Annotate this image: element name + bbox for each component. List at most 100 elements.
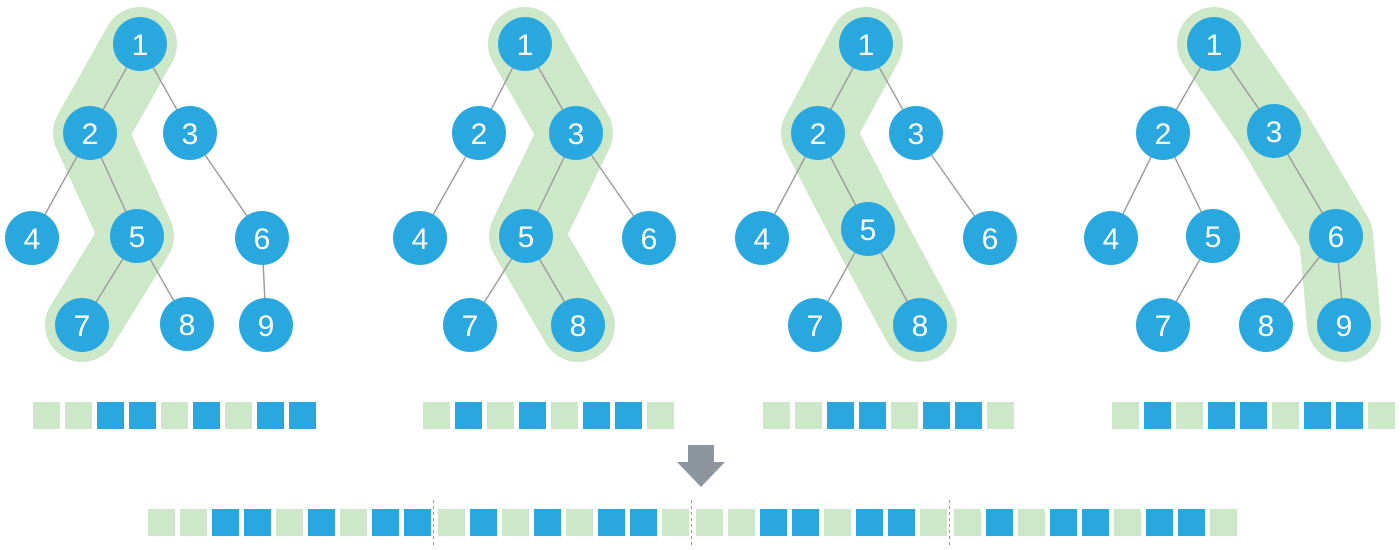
- cell-blue: [519, 402, 546, 429]
- cell-row-3: [763, 402, 1014, 429]
- cell-green: [987, 402, 1014, 429]
- node-label: 8: [570, 310, 587, 343]
- tree-node: 4: [5, 211, 59, 265]
- node-label: 3: [908, 118, 925, 151]
- cell-blue: [97, 402, 124, 429]
- node-label: 1: [1206, 29, 1223, 62]
- tree-node: 9: [239, 298, 293, 352]
- cell-green: [647, 402, 674, 429]
- node-label: 3: [1266, 116, 1283, 149]
- tree-node: 7: [55, 298, 109, 352]
- node-circle: [239, 298, 293, 352]
- combined-cell-blue: [792, 509, 819, 536]
- node-circle: [1136, 106, 1190, 160]
- combined-cell-blue: [598, 509, 625, 536]
- node-label: 5: [1205, 221, 1222, 254]
- node-circle: [839, 17, 893, 71]
- node-label: 1: [132, 29, 149, 62]
- cell-green: [1272, 402, 1299, 429]
- cell-green: [487, 402, 514, 429]
- tree-node: 2: [63, 106, 117, 160]
- node-label: 8: [912, 310, 929, 343]
- node-circle: [963, 211, 1017, 265]
- node-circle: [893, 298, 947, 352]
- node-circle: [622, 211, 676, 265]
- tree-node: 7: [1136, 298, 1190, 352]
- node-circle: [160, 297, 214, 351]
- cell-blue: [923, 402, 950, 429]
- combined-cell-blue: [630, 509, 657, 536]
- node-label: 7: [1155, 310, 1172, 343]
- cell-blue: [1336, 402, 1363, 429]
- cell-green: [551, 402, 578, 429]
- tree-node: 4: [1084, 211, 1138, 265]
- node-label: 8: [179, 309, 196, 342]
- combined-cell-blue: [244, 509, 271, 536]
- node-label: 4: [24, 223, 41, 256]
- cell-blue: [1144, 402, 1171, 429]
- tree-node: 3: [163, 106, 217, 160]
- cell-row-1: [33, 402, 316, 429]
- cell-rows-layer: [33, 402, 1395, 429]
- combined-cell-blue: [372, 509, 399, 536]
- node-label: 1: [517, 29, 534, 62]
- tree-node: 8: [160, 297, 214, 351]
- tree-node: 8: [1239, 298, 1293, 352]
- node-label: 2: [82, 118, 99, 151]
- cell-green: [891, 402, 918, 429]
- tree-node: 4: [735, 211, 789, 265]
- combined-cell-blue: [1050, 509, 1077, 536]
- node-circle: [1309, 209, 1363, 263]
- cell-blue: [1304, 402, 1331, 429]
- cell-green: [1176, 402, 1203, 429]
- tree-node: 3: [889, 106, 943, 160]
- combined-cell-blue: [1082, 509, 1109, 536]
- cell-green: [161, 402, 188, 429]
- cell-blue: [1240, 402, 1267, 429]
- node-circle: [55, 298, 109, 352]
- node-label: 8: [1258, 310, 1275, 343]
- node-label: 2: [471, 118, 488, 151]
- node-label: 4: [412, 223, 429, 256]
- combined-cell-blue: [856, 509, 883, 536]
- node-circle: [452, 106, 506, 160]
- cell-blue: [257, 402, 284, 429]
- cell-blue: [827, 402, 854, 429]
- cell-blue: [129, 402, 156, 429]
- highlight-path: [781, 7, 957, 362]
- node-circle: [549, 106, 603, 160]
- combined-cell-green: [1114, 509, 1141, 536]
- cell-green: [225, 402, 252, 429]
- node-label: 6: [982, 223, 999, 256]
- node-label: 2: [1155, 118, 1172, 151]
- node-circle: [1317, 298, 1371, 352]
- node-label: 4: [1103, 223, 1120, 256]
- arrow-layer: [677, 445, 725, 487]
- cell-row-2: [423, 402, 674, 429]
- cell-green: [1368, 402, 1395, 429]
- node-circle: [113, 17, 167, 71]
- node-label: 7: [74, 310, 91, 343]
- node-circle: [791, 106, 845, 160]
- node-circle: [1084, 211, 1138, 265]
- node-label: 5: [518, 221, 535, 254]
- combined-cell-blue: [888, 509, 915, 536]
- cell-blue: [955, 402, 982, 429]
- tree-node: 6: [235, 211, 289, 265]
- combined-row-layer: [148, 500, 1237, 546]
- highlight-path: [45, 7, 177, 362]
- node-label: 3: [568, 118, 585, 151]
- combined-cell-blue: [212, 509, 239, 536]
- tree-node: 6: [1309, 209, 1363, 263]
- tree-node: 1: [839, 17, 893, 71]
- node-circle: [110, 209, 164, 263]
- node-circle: [551, 298, 605, 352]
- combined-cell-blue: [760, 509, 787, 536]
- cell-green: [763, 402, 790, 429]
- node-circle: [498, 17, 552, 71]
- tree-node: 3: [1247, 104, 1301, 158]
